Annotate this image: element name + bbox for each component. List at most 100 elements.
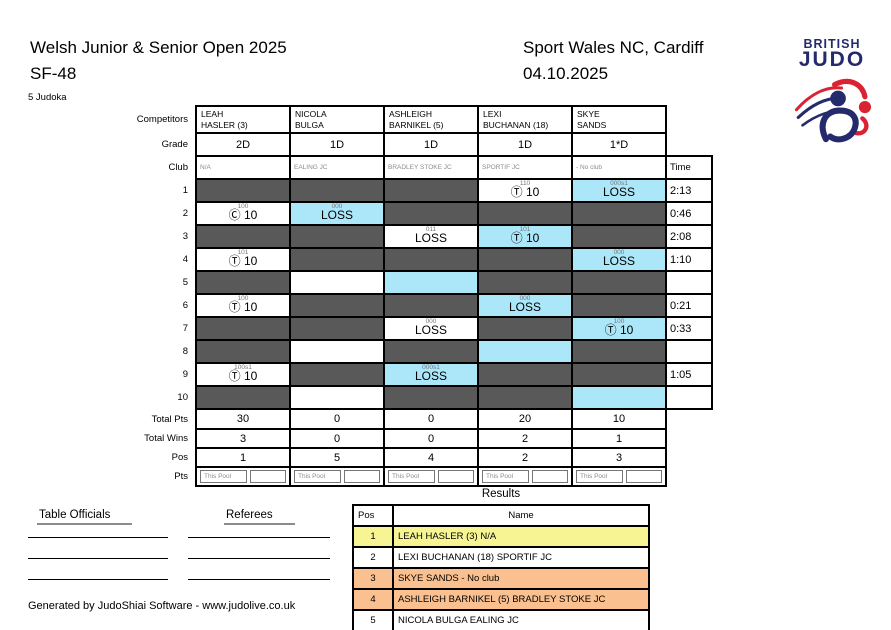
judoka-count: 5 Judoka	[28, 92, 67, 103]
signature-line	[28, 536, 168, 538]
referees-heading: Referees	[224, 509, 295, 525]
match-row-number: 3	[126, 225, 196, 248]
match-time: 1:10	[665, 247, 713, 272]
match-cell	[289, 293, 385, 318]
match-cell	[383, 178, 479, 203]
match-cell	[477, 362, 573, 387]
british-judo-logo: BRITISH JUDO	[792, 38, 872, 158]
match-cell	[477, 201, 573, 226]
row-label-pos: Pos	[126, 448, 196, 467]
row-label-club: Club	[126, 156, 196, 179]
club-value: EALING JC	[289, 155, 385, 180]
match-cell	[477, 270, 573, 295]
grade-value: 1D	[289, 132, 385, 157]
match-time	[665, 339, 713, 364]
judo-figure-icon	[794, 78, 871, 143]
match-cell	[571, 362, 667, 387]
signature-line	[28, 578, 168, 580]
match-time: 2:08	[665, 224, 713, 249]
match-cell	[195, 178, 291, 203]
total-wins-value: 0	[383, 428, 479, 449]
match-cell	[571, 201, 667, 226]
match-cell	[571, 293, 667, 318]
total-wins-row: Total Wins 3 0 0 2 1	[126, 428, 712, 449]
match-row-number: 1	[126, 179, 196, 202]
match-time: 0:46	[665, 201, 713, 226]
match-cell	[195, 316, 291, 341]
results-title: Results	[481, 488, 521, 500]
results-row: 3 SKYE SANDS - No club	[352, 567, 650, 590]
match-cell	[195, 224, 291, 249]
club-value: N/A	[195, 155, 291, 180]
grade-value: 1D	[477, 132, 573, 157]
match-row-number: 5	[126, 271, 196, 294]
grade-value: 1D	[383, 132, 479, 157]
results-header-pos: Pos	[352, 504, 394, 527]
match-cell	[383, 339, 479, 364]
match-cell	[289, 247, 385, 272]
match-cell	[383, 270, 479, 295]
club-value: SPORTIF JC	[477, 155, 573, 180]
results-row: 4 ASHLEIGH BARNIKEL (5) BRADLEY STOKE JC	[352, 588, 650, 611]
results-row: 1 LEAH HASLER (3) N/A	[352, 525, 650, 548]
match-row-number: 4	[126, 248, 196, 271]
match-row-8: 8	[126, 339, 713, 364]
match-cell	[571, 385, 667, 410]
results-row: 2 LEXI BUCHANAN (18) SPORTIF JC	[352, 546, 650, 569]
row-label-pts: Pts	[126, 467, 196, 486]
pos-value: 5	[289, 447, 385, 468]
match-time: 1:05	[665, 362, 713, 387]
pts-empty-box	[626, 470, 662, 483]
club-row: Club N/A EALING JC BRADLEY STOKE JC SPOR…	[126, 155, 713, 180]
match-cell	[571, 339, 667, 364]
match-row-number: 7	[126, 317, 196, 340]
signature-line	[188, 557, 330, 559]
total-pts-value: 30	[195, 408, 291, 430]
match-row-5: 5	[126, 270, 713, 295]
match-cell	[289, 224, 385, 249]
match-cell	[289, 270, 385, 295]
total-pts-value: 0	[289, 408, 385, 430]
logo-text-judo: JUDO	[798, 48, 866, 71]
match-row-number: 9	[126, 363, 196, 386]
match-cell	[571, 224, 667, 249]
match-time	[665, 385, 713, 410]
grade-row: Grade 2D 1D 1D 1D 1*D	[126, 132, 712, 157]
software-credit: Generated by JudoShiai Software - www.ju…	[28, 600, 296, 612]
match-time: 0:33	[665, 316, 713, 341]
total-pts-value: 20	[477, 408, 573, 430]
match-time	[665, 270, 713, 295]
total-wins-value: 3	[195, 428, 291, 449]
signature-line	[28, 557, 168, 559]
total-wins-value: 2	[477, 428, 573, 449]
pts-cell: This Pool	[383, 466, 479, 487]
match-cell	[195, 270, 291, 295]
pts-cell: This Pool	[289, 466, 385, 487]
pos-value: 3	[571, 447, 667, 468]
grade-value: 2D	[195, 132, 291, 157]
match-cell	[477, 316, 573, 341]
match-row-number: 10	[126, 386, 196, 409]
match-cell	[289, 339, 385, 364]
pts-empty-box	[438, 470, 474, 483]
match-row-10: 10	[126, 385, 713, 410]
match-row-number: 8	[126, 340, 196, 363]
pos-value: 1	[195, 447, 291, 468]
venue: Sport Wales NC, Cardiff	[523, 38, 704, 57]
